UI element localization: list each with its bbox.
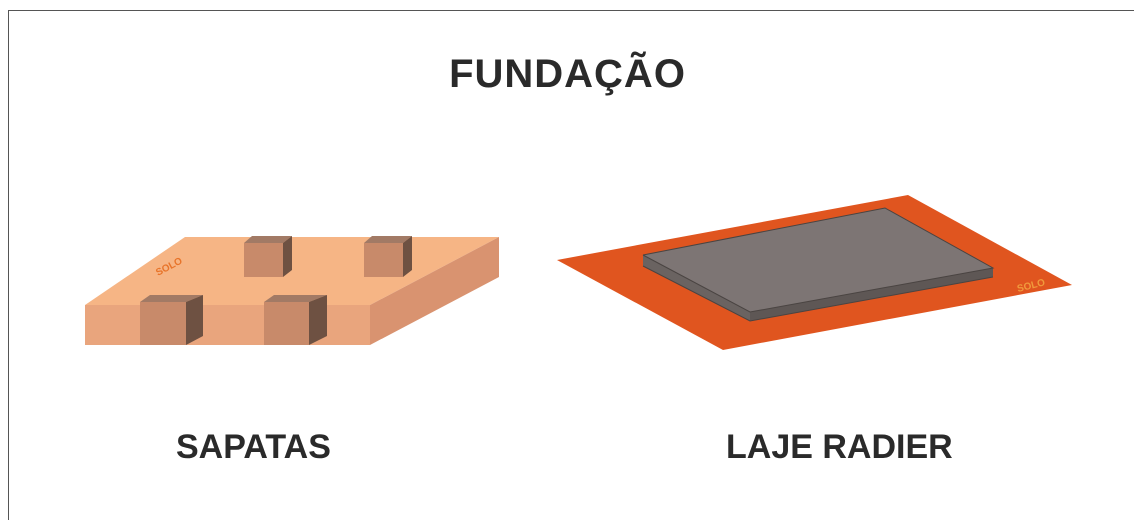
caption-sapatas: SAPATAS: [176, 428, 331, 466]
footing-front-left: [140, 295, 203, 345]
caption-laje-radier: LAJE RADIER: [726, 428, 953, 466]
image-frame: [8, 10, 1134, 520]
soil-block-front: [85, 305, 370, 345]
soil-block-side: [370, 237, 499, 345]
footing-back-left: [244, 236, 292, 277]
footing-front-right: [264, 295, 327, 345]
slab-front-edge: [643, 255, 750, 321]
laje-radier-diagram: SOLO: [557, 195, 1072, 350]
slab-side-edge: [750, 268, 993, 321]
diagram-title: FUNDAÇÃO: [449, 52, 686, 96]
slab-bottom-outline: [642, 265, 994, 322]
sapatas-diagram: SOLO: [85, 236, 499, 345]
footing-back-right: [364, 236, 412, 277]
slab-outline: [642, 207, 995, 313]
slab-top: [643, 208, 993, 312]
